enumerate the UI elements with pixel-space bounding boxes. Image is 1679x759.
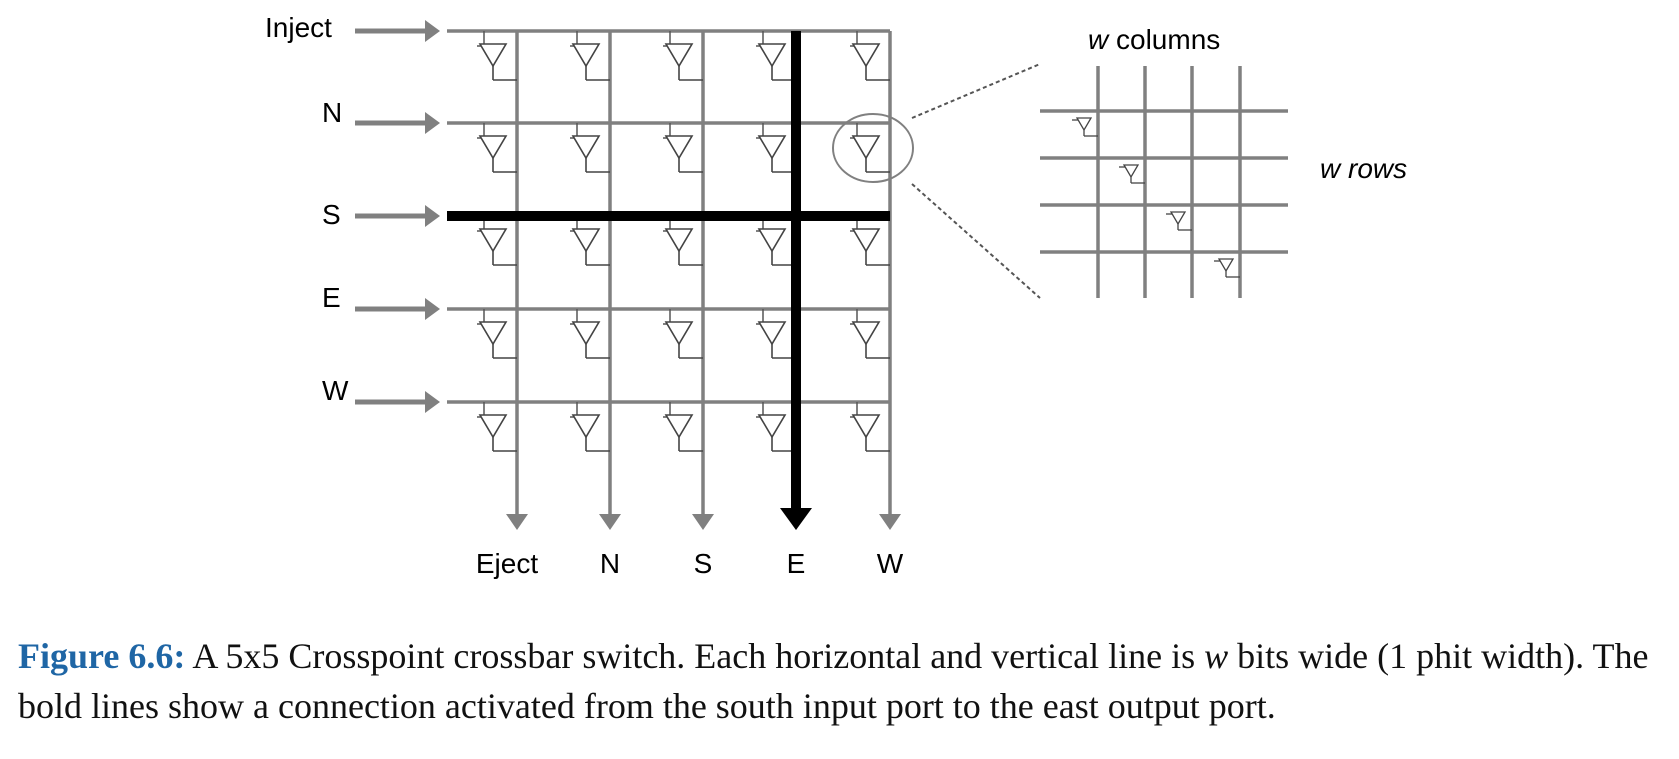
inset-crosspoint-switch bbox=[1214, 258, 1240, 278]
switch-buffer-triangle bbox=[851, 43, 881, 68]
inset-columns-label: w columns bbox=[1088, 24, 1220, 55]
switch-buffer-triangle bbox=[664, 228, 694, 253]
output-arrow-head bbox=[506, 514, 528, 530]
crosspoint-switch bbox=[570, 216, 610, 266]
input-label-s: S bbox=[322, 199, 341, 230]
crosspoint-switch bbox=[756, 31, 796, 81]
input-arrows bbox=[355, 20, 440, 413]
switch-buffer-triangle bbox=[851, 228, 881, 253]
crosspoint-switch bbox=[756, 309, 796, 359]
inset-crosspoint-switch bbox=[1119, 164, 1145, 184]
inset-switch-triangle bbox=[1169, 211, 1187, 226]
switch-buffer-triangle bbox=[478, 135, 508, 160]
output-labels: Eject N S E W bbox=[476, 548, 904, 579]
inset-switch-triangle bbox=[1217, 258, 1235, 273]
crosspoint-switch bbox=[570, 31, 610, 81]
caption-text-2: bits wide (1 phit width). The bold lines… bbox=[18, 636, 1649, 726]
input-label-e: E bbox=[322, 282, 341, 313]
input-arrow-head bbox=[425, 20, 440, 42]
crosspoint-switch bbox=[477, 402, 517, 452]
crosspoint-switch bbox=[850, 309, 890, 359]
crosspoint-switches bbox=[477, 31, 890, 452]
switch-buffer-triangle bbox=[571, 414, 601, 439]
output-arrow-head bbox=[879, 514, 901, 530]
output-arrow-head bbox=[692, 514, 714, 530]
crosspoint-switch bbox=[850, 216, 890, 266]
crosspoint-switch bbox=[663, 31, 703, 81]
inset-switch-triangle bbox=[1075, 117, 1093, 132]
crosspoint-switch bbox=[477, 216, 517, 266]
crosspoint-switch bbox=[663, 309, 703, 359]
inset-crosspoint-switch bbox=[1072, 117, 1098, 137]
switch-buffer-triangle bbox=[757, 228, 787, 253]
active-output-arrow-head bbox=[780, 508, 812, 530]
crosspoint-switch bbox=[477, 31, 517, 81]
switch-buffer-triangle bbox=[664, 414, 694, 439]
zoom-callout-circle bbox=[832, 113, 914, 183]
switch-buffer-triangle bbox=[851, 321, 881, 346]
switch-buffer-triangle bbox=[757, 135, 787, 160]
crosspoint-switch bbox=[663, 402, 703, 452]
figure-number: Figure 6.6: bbox=[18, 636, 186, 676]
input-arrow-head bbox=[425, 112, 440, 134]
switch-buffer-triangle bbox=[478, 228, 508, 253]
switch-buffer-triangle bbox=[571, 135, 601, 160]
switch-buffer-triangle bbox=[664, 321, 694, 346]
output-label-n: N bbox=[600, 548, 620, 579]
output-label-e: E bbox=[787, 548, 806, 579]
input-arrow-head bbox=[425, 205, 440, 227]
switch-buffer-triangle bbox=[478, 321, 508, 346]
crosspoint-switch bbox=[756, 123, 796, 173]
switch-buffer-triangle bbox=[478, 43, 508, 68]
vertical-wires bbox=[506, 31, 901, 530]
input-label-inject: Inject bbox=[265, 12, 332, 43]
crosspoint-switch bbox=[850, 123, 890, 173]
zoom-leader-top bbox=[911, 63, 1041, 119]
inset-crosspoint-switch bbox=[1166, 211, 1192, 231]
switch-buffer-triangle bbox=[664, 43, 694, 68]
crosspoint-switch bbox=[756, 402, 796, 452]
switch-buffer-triangle bbox=[851, 135, 881, 160]
output-label-s: S bbox=[694, 548, 713, 579]
input-label-w: W bbox=[322, 375, 349, 406]
horizontal-wires bbox=[447, 29, 890, 404]
input-arrow-head bbox=[425, 391, 440, 413]
crosspoint-switch bbox=[570, 123, 610, 173]
crosspoint-switch bbox=[663, 123, 703, 173]
switch-buffer-triangle bbox=[757, 414, 787, 439]
output-label-eject: Eject bbox=[476, 548, 538, 579]
switch-buffer-triangle bbox=[851, 414, 881, 439]
crosspoint-switch bbox=[570, 309, 610, 359]
switch-buffer-triangle bbox=[571, 321, 601, 346]
input-label-n: N bbox=[322, 97, 342, 128]
input-arrow-head bbox=[425, 298, 440, 320]
switch-buffer-triangle bbox=[757, 321, 787, 346]
output-arrow-head bbox=[599, 514, 621, 530]
crosspoint-switch bbox=[850, 31, 890, 81]
inset-bit-grid bbox=[1040, 66, 1288, 298]
caption-var: w bbox=[1204, 636, 1229, 676]
zoom-leader-bottom bbox=[911, 183, 1041, 299]
crosspoint-switch bbox=[570, 402, 610, 452]
crosspoint-switch bbox=[756, 216, 796, 266]
switch-buffer-triangle bbox=[478, 414, 508, 439]
crosspoint-switch bbox=[477, 123, 517, 173]
crosspoint-switch bbox=[663, 216, 703, 266]
switch-buffer-triangle bbox=[757, 43, 787, 68]
inset-rows-label: w rows bbox=[1320, 153, 1407, 184]
switch-buffer-triangle bbox=[571, 43, 601, 68]
crosspoint-switch bbox=[850, 402, 890, 452]
output-label-w: W bbox=[877, 548, 904, 579]
crosspoint-switch bbox=[477, 309, 517, 359]
switch-buffer-triangle bbox=[664, 135, 694, 160]
switch-buffer-triangle bbox=[571, 228, 601, 253]
caption-text-1: A 5x5 Crosspoint crossbar switch. Each h… bbox=[192, 636, 1196, 676]
active-connection-path bbox=[447, 31, 890, 530]
figure-caption: Figure 6.6: A 5x5 Crosspoint crossbar sw… bbox=[18, 631, 1673, 731]
inset-switch-triangle bbox=[1122, 164, 1140, 179]
